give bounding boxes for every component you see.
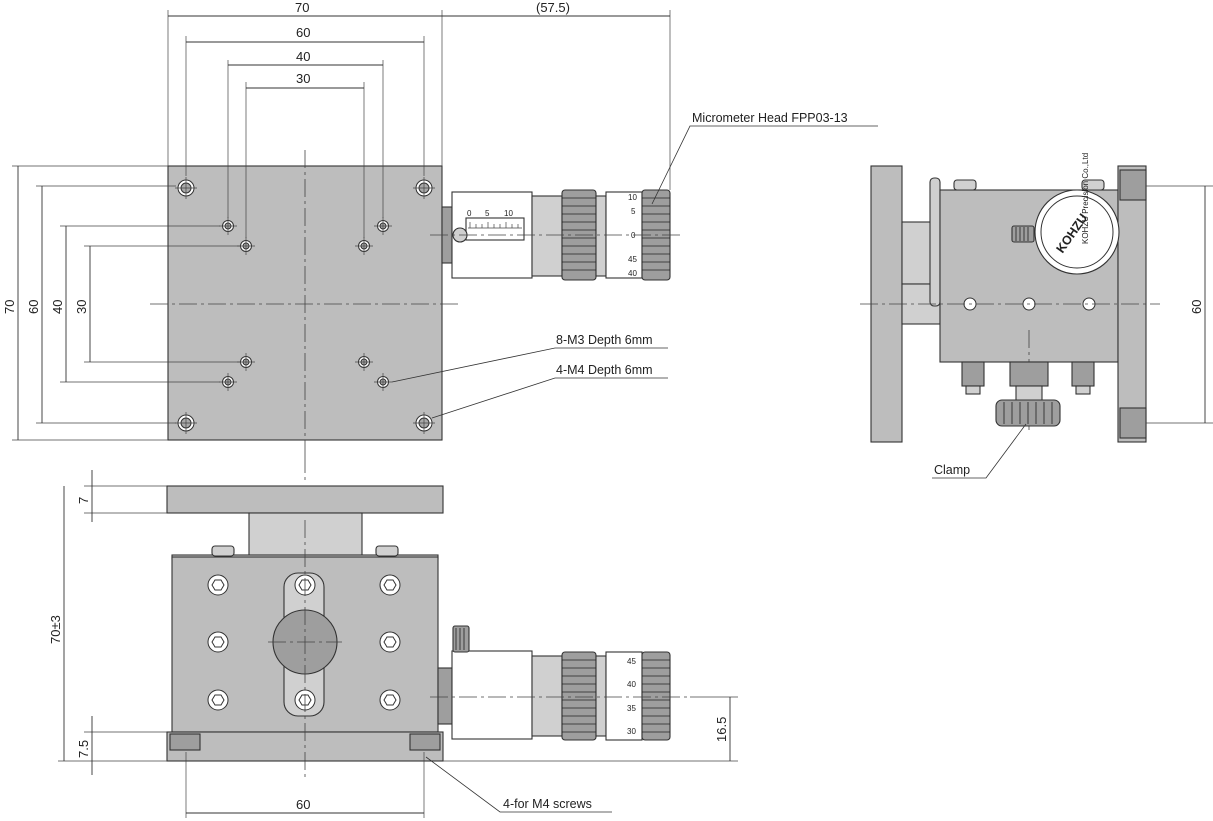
- front-view: 45 40 35 30 7 70±3 7.5 60: [48, 470, 738, 818]
- dim-70-top: 70: [295, 0, 309, 15]
- thimble-label: 35: [627, 704, 636, 713]
- dim-60-bottom: 60: [296, 797, 310, 812]
- dim-40-top: 40: [296, 49, 310, 64]
- front-top-plate: [166, 485, 444, 514]
- left-dimensions: 70 60 40 30: [2, 165, 240, 441]
- front-dimensions: 7 70±3 7.5 60 16.5 4-for M4 screws: [48, 470, 738, 818]
- m4-holes: [175, 177, 435, 434]
- dim-7-5: 7.5: [76, 740, 91, 758]
- dim-7: 7: [76, 497, 91, 504]
- m4-callout: 4-M4 Depth 6mm: [556, 363, 653, 377]
- dim-60-side: 60: [1189, 300, 1204, 314]
- micrometer-front: 45 40 35 30: [430, 625, 690, 741]
- top-dimensions: 70 (57.5) 60 40 30: [167, 0, 671, 238]
- dim-60-top: 60: [296, 25, 310, 40]
- scale-label: 10: [504, 209, 513, 218]
- dim-70-3: 70±3: [48, 615, 63, 644]
- dim-57-5: (57.5): [536, 0, 570, 15]
- thimble-label: 0: [631, 231, 636, 240]
- thimble-label: 40: [627, 680, 636, 689]
- side-view: KOHZU KOHZU Precision Co.,Ltd 60 Clamp: [860, 153, 1213, 479]
- scale-label: 5: [485, 209, 490, 218]
- clamp-callout: Clamp: [934, 463, 970, 477]
- top-view: 0 5 10 10 5 0 45 40: [2, 0, 878, 480]
- dim-30-left: 30: [74, 300, 89, 314]
- thimble-label: 30: [627, 727, 636, 736]
- thimble-label: 10: [628, 193, 637, 202]
- thimble-label: 45: [628, 255, 637, 264]
- screws-callout: 4-for M4 screws: [503, 797, 592, 811]
- dim-60-left: 60: [26, 300, 41, 314]
- dim-30-top: 30: [296, 71, 310, 86]
- dim-70-left: 70: [2, 300, 17, 314]
- dim-16-5: 16.5: [714, 717, 729, 742]
- brand-text: KOHZU Precision Co.,Ltd: [1081, 153, 1090, 244]
- scale-label: 0: [467, 209, 472, 218]
- thimble-label: 45: [627, 657, 636, 666]
- dim-40-left: 40: [50, 300, 65, 314]
- m3-callout: 8-M3 Depth 6mm: [556, 333, 653, 347]
- top-callouts: Micrometer Head FPP03-13 8-M3 Depth 6mm …: [391, 111, 878, 419]
- micrometer-callout: Micrometer Head FPP03-13: [692, 111, 848, 125]
- front-screws: [207, 574, 401, 711]
- micrometer-top: 0 5 10 10 5 0 45 40: [430, 189, 684, 281]
- thimble-label: 40: [628, 269, 637, 278]
- thimble-label: 5: [631, 207, 636, 216]
- m3-holes: [219, 217, 392, 391]
